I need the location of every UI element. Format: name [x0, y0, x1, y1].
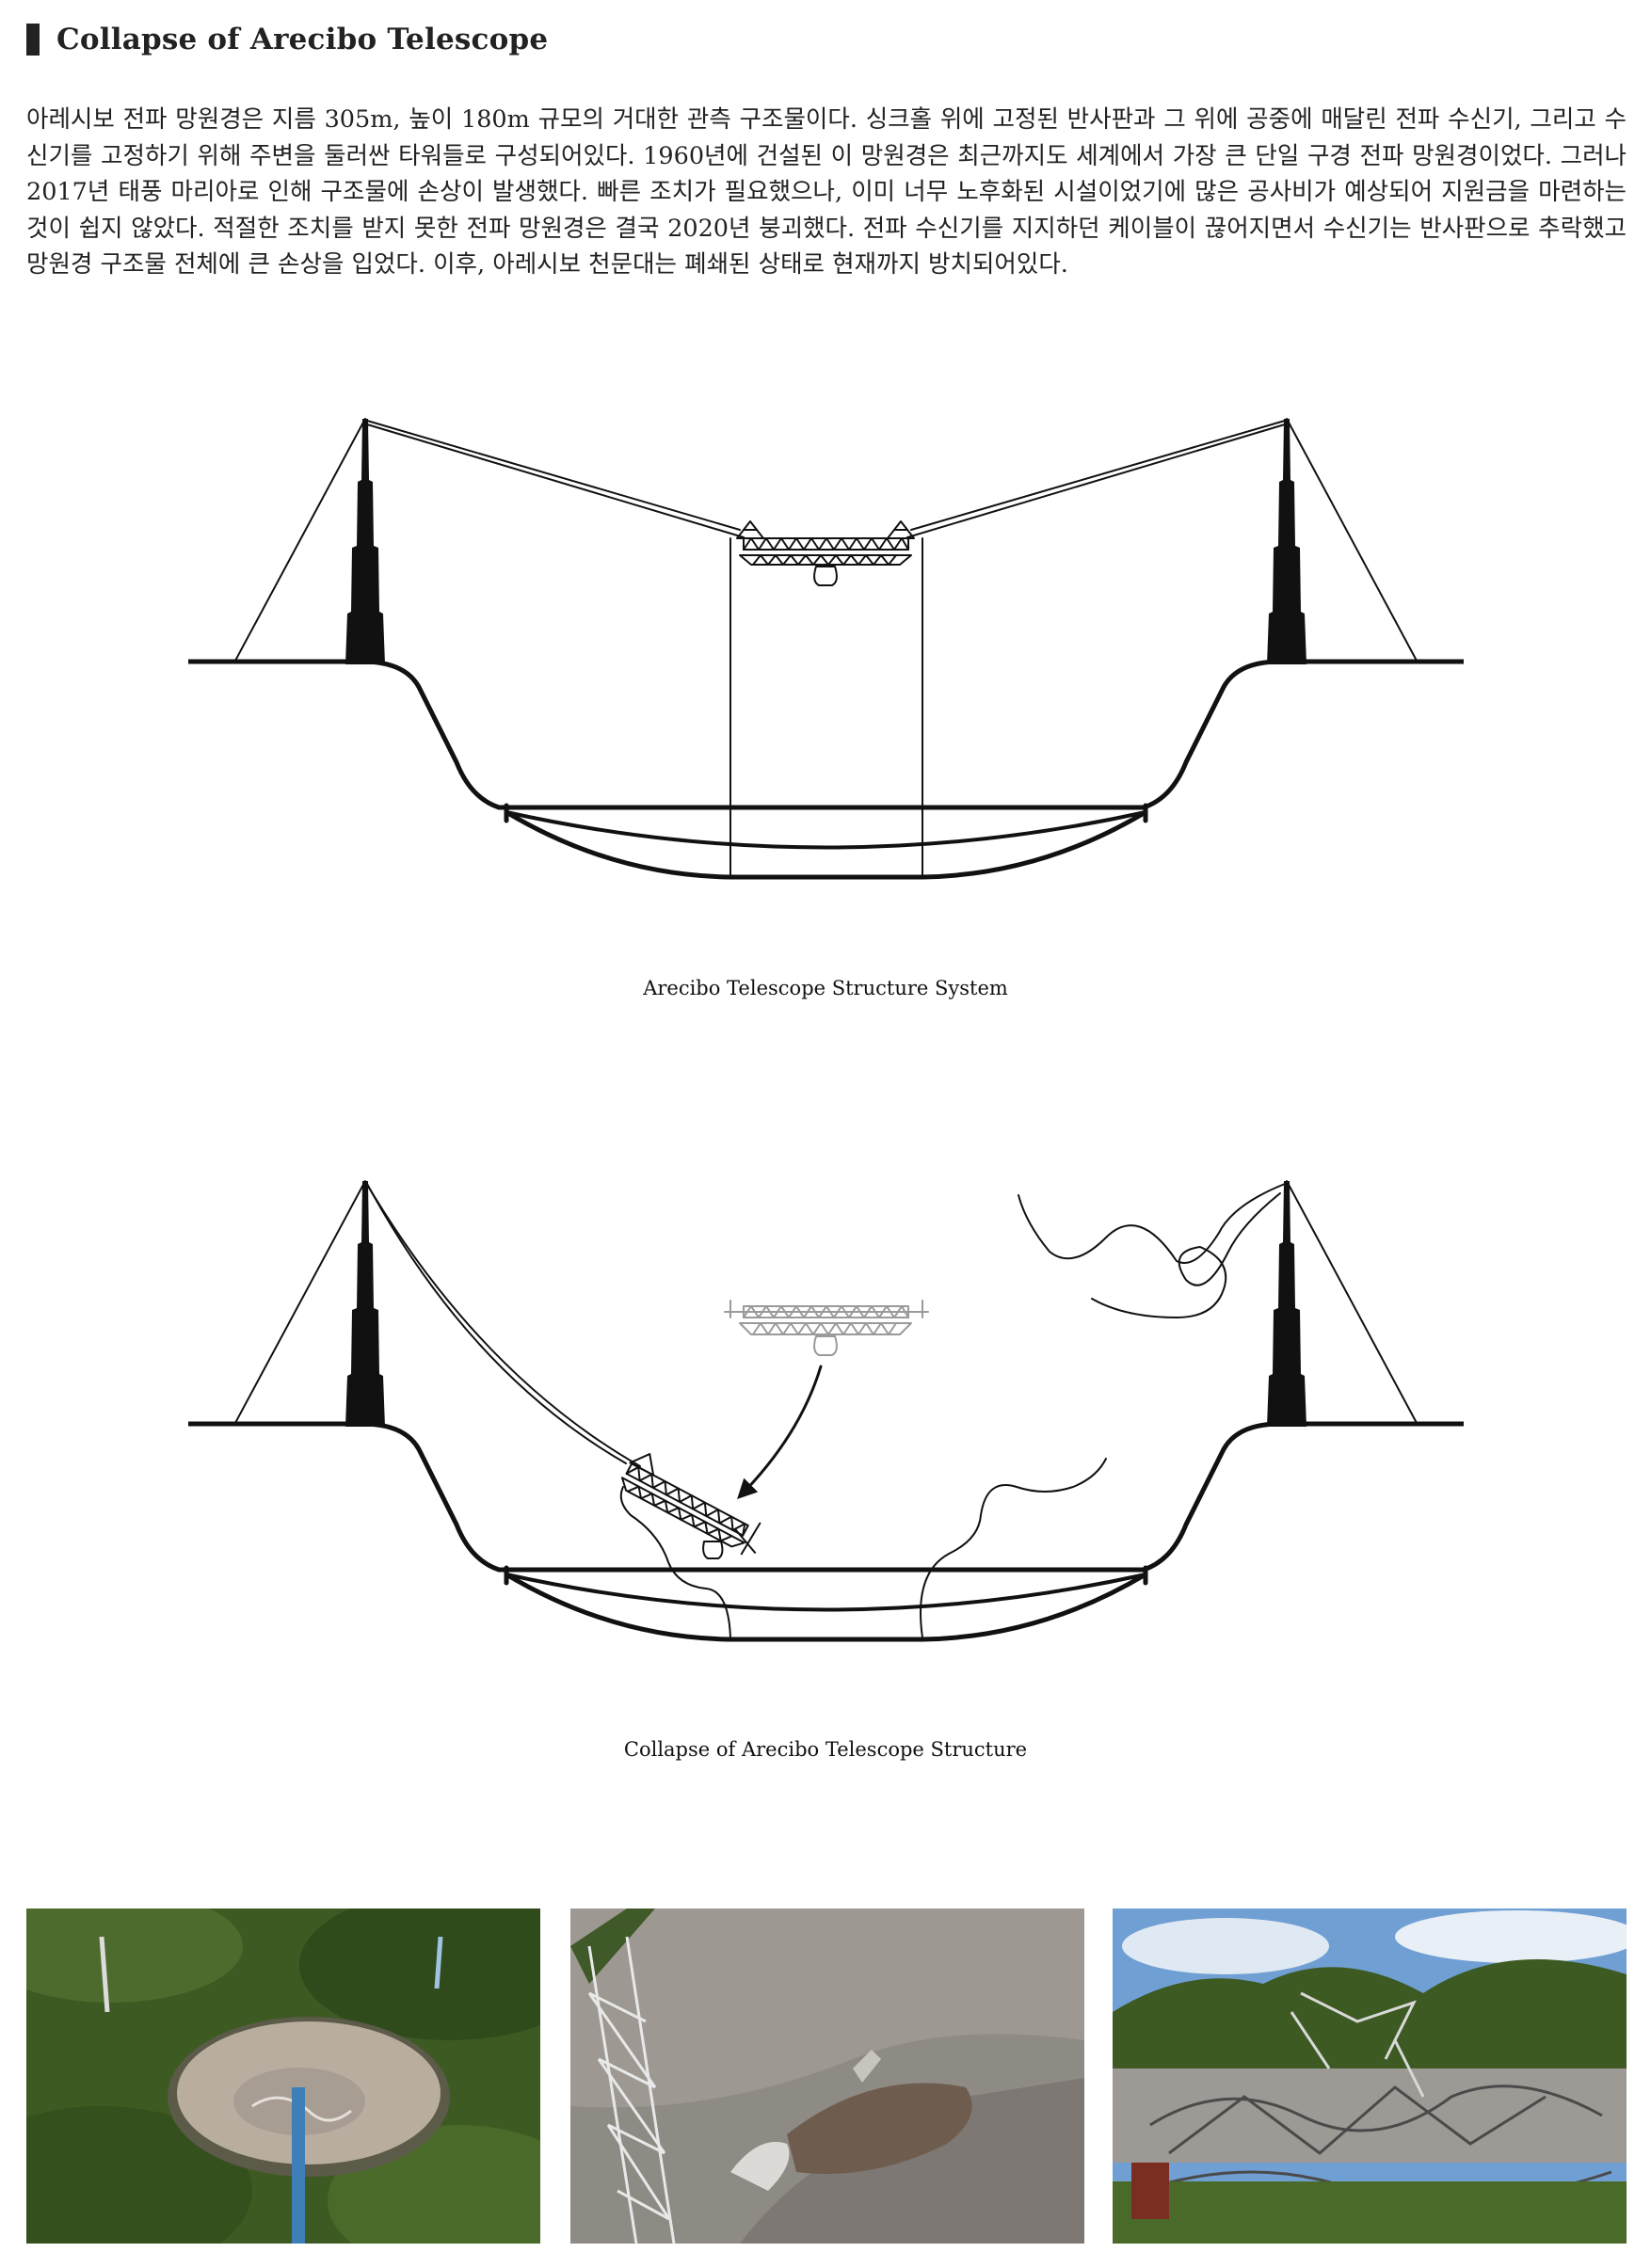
- ground-profile: [185, 659, 1467, 810]
- receiver-platform: [736, 520, 915, 586]
- snapped-cable-right-a: [1018, 1183, 1286, 1264]
- right-tower: [1267, 1181, 1306, 1427]
- intro-paragraph: 아레시보 전파 망원경은 지름 305m, 높이 180m 규모의 거대한 관측…: [26, 105, 1627, 279]
- left-main-cable-b: [366, 423, 745, 538]
- collapse-caption: Collapse of Arecibo Telescope Structure: [623, 1738, 1028, 1761]
- structure-diagram: [185, 405, 1467, 903]
- snapped-cable-bottom-left: [619, 1486, 731, 1638]
- left-backstay-cable: [234, 1180, 366, 1424]
- snapped-cable-right-b: [1091, 1192, 1281, 1318]
- left-tower: [345, 419, 385, 664]
- right-backstay-cable: [1286, 418, 1418, 662]
- reflector-dish-underside: [504, 809, 1148, 880]
- reflector-dish-underside: [504, 1572, 1148, 1642]
- collapsed-platform-photo-icon: [1113, 1909, 1627, 2244]
- right-backstay-cable: [1286, 1180, 1418, 1424]
- left-tower: [345, 1181, 385, 1427]
- reflector-dish-surface: [505, 1573, 1147, 1612]
- fallen-platform: [620, 1453, 761, 1556]
- wreckage-photo: [1113, 1909, 1627, 2244]
- falling-arrow: [737, 1365, 823, 1499]
- ghost-platform: [724, 1300, 929, 1356]
- reflector-dish-surface: [505, 810, 1147, 850]
- left-backstay-cable: [234, 418, 366, 662]
- right-main-cable-b: [906, 423, 1286, 538]
- left-main-cable-a: [366, 420, 741, 531]
- fallen-receiver-dome: [702, 1541, 724, 1559]
- sagging-cable-b: [368, 1187, 641, 1467]
- structure-diagram-svg: [185, 418, 1467, 880]
- platform-debris-photo-icon: [570, 1909, 1084, 2244]
- page-title: Collapse of Arecibo Telescope: [56, 23, 549, 56]
- right-main-cable-a: [910, 420, 1286, 531]
- ground-profile: [185, 1421, 1467, 1573]
- towers: [345, 419, 1306, 664]
- towers: [345, 1181, 1306, 1427]
- aerial-dish-photo-icon: [26, 1909, 540, 2244]
- snapped-cable-bottom-right: [920, 1458, 1107, 1638]
- sagging-cable-a: [366, 1183, 627, 1464]
- structure-caption: Arecibo Telescope Structure System: [643, 977, 1008, 999]
- debris-photo: [570, 1909, 1084, 2244]
- collapse-diagram-svg: [185, 1180, 1467, 1642]
- aerial-photo: [26, 1909, 540, 2244]
- title-marker: [26, 24, 40, 56]
- collapse-diagram: [185, 1167, 1467, 1666]
- right-tower: [1267, 419, 1306, 664]
- page-header: Collapse of Arecibo Telescope: [26, 23, 548, 56]
